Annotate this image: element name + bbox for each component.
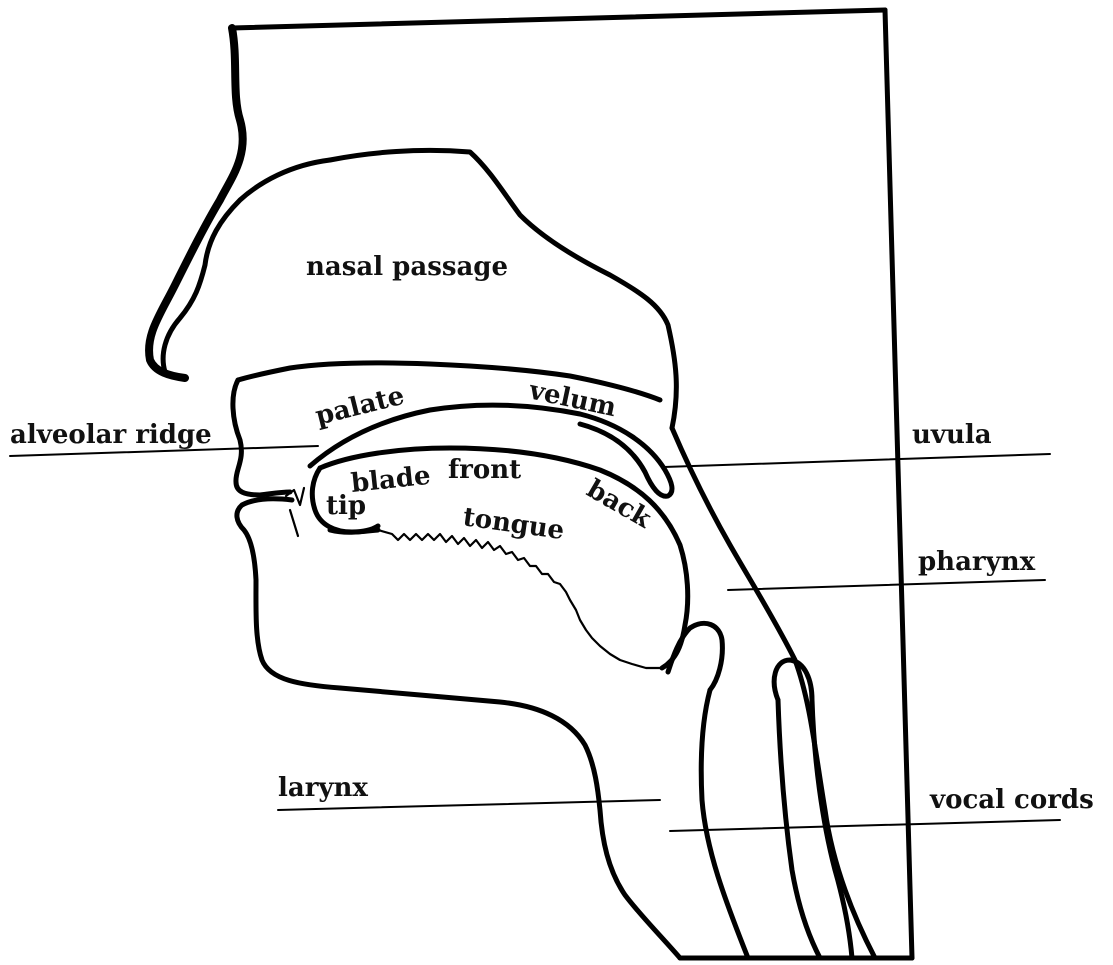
vocal-cords-leader	[670, 820, 1060, 831]
uvula-label: uvula	[912, 420, 992, 450]
frame-right-line	[885, 10, 912, 958]
tongue-underside	[378, 530, 662, 668]
palate-label: palate	[312, 381, 407, 432]
frame-top-line	[232, 10, 885, 28]
tongue-underside-line	[330, 530, 378, 532]
jaw-chin-neck	[340, 688, 680, 958]
pharynx-leader	[728, 580, 1045, 590]
lower-lip	[237, 499, 340, 688]
upper-lip	[233, 380, 290, 495]
face-profile-forehead-nose	[149, 28, 243, 378]
lower-teeth	[290, 510, 298, 536]
front-label: front	[448, 455, 521, 485]
tip-label: tip	[326, 491, 366, 521]
larynx-front-wall	[701, 690, 748, 958]
back-label: back	[582, 474, 657, 535]
uvula-leader	[664, 454, 1050, 467]
nasal-passage-label: nasal passage	[306, 252, 508, 282]
pharynx-label: pharynx	[918, 547, 1036, 577]
vocal-cords-label: vocal cords	[929, 785, 1094, 815]
larynx-label: larynx	[278, 773, 368, 803]
alveolar-ridge-label: alveolar ridge	[10, 420, 212, 450]
